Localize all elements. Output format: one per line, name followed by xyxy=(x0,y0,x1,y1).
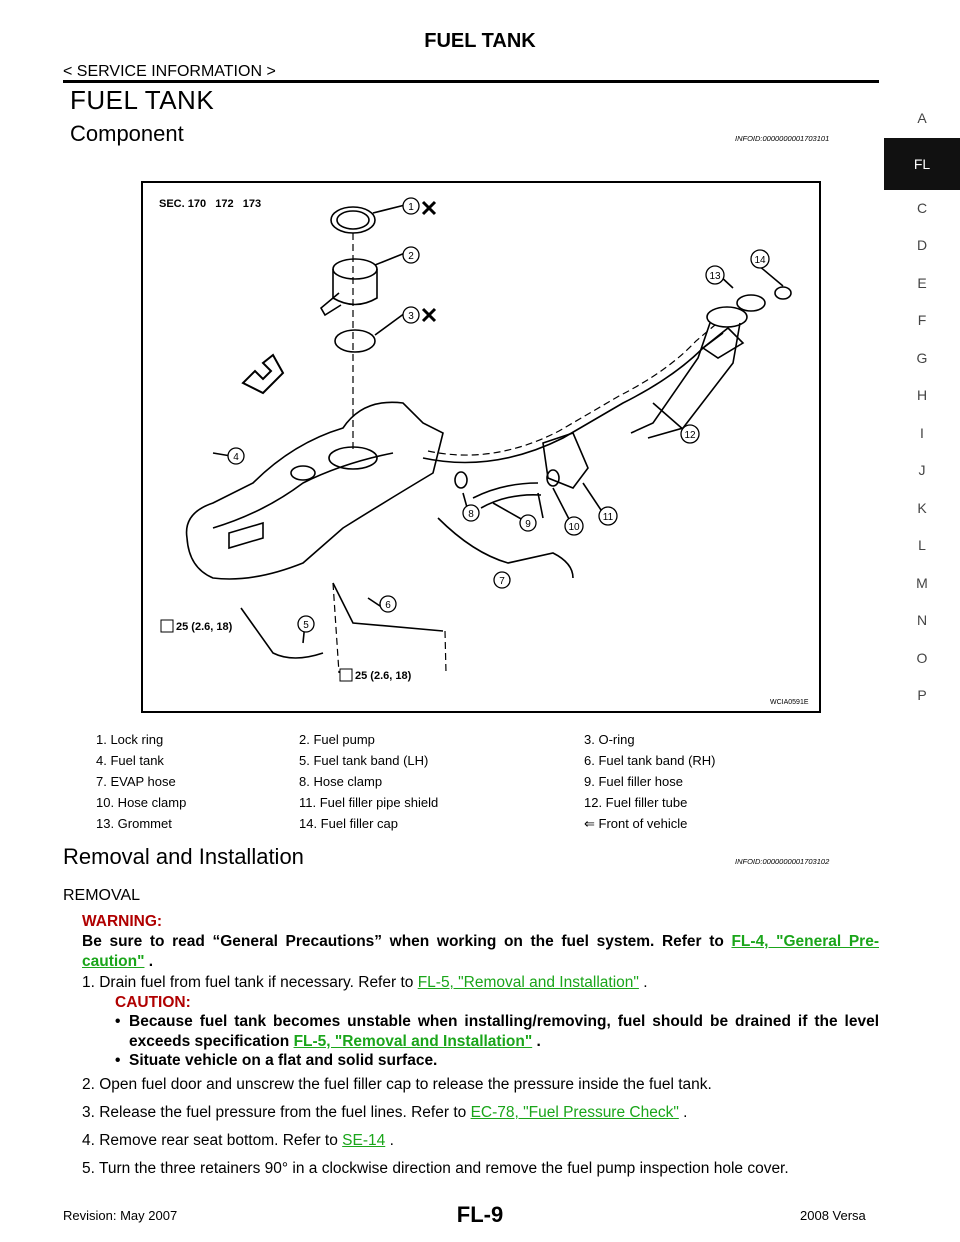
legend-item: 6. Fuel tank band (RH) xyxy=(584,753,716,768)
caution-label: CAUTION: xyxy=(115,994,191,1011)
legend-item: 10. Hose clamp xyxy=(96,795,187,810)
legend-item: 13. Grommet xyxy=(96,816,172,831)
callout-2: 2 xyxy=(408,251,414,262)
legend-row: 7. EVAP hose 8. Hose clamp 9. Fuel filler … xyxy=(96,771,877,792)
warning-body: Be sure to read “General Precautions” wh… xyxy=(82,933,732,950)
callout-10: 10 xyxy=(568,522,580,533)
callout-5: 5 xyxy=(303,620,309,631)
step-3-link[interactable]: EC-78, "Fuel Pressure Check" xyxy=(470,1104,679,1121)
legend-item: 3. O-ring xyxy=(584,732,635,747)
legend-item: ⇐ Front of vehicle xyxy=(584,815,688,831)
index-tab-l[interactable]: L xyxy=(918,537,926,553)
torque-spec-right: 25 (2.6, 18) xyxy=(355,670,412,682)
parts-legend: 1. Lock ring 2. Fuel pump 3. O-ring 4. Fue… xyxy=(96,729,877,834)
legend-row: 1. Lock ring 2. Fuel pump 3. O-ring xyxy=(96,729,877,750)
index-tab-k[interactable]: K xyxy=(917,499,927,516)
index-tab-p[interactable]: P xyxy=(917,687,927,703)
callout-4: 4 xyxy=(233,452,239,463)
callout-8: 8 xyxy=(468,509,474,520)
callout-12: 12 xyxy=(684,430,696,441)
section-codes-label: SEC. 170 172 173 xyxy=(159,198,261,210)
index-tab-i[interactable]: I xyxy=(920,424,924,441)
callout-13: 13 xyxy=(709,271,721,282)
warning-link-fl4[interactable]: FL-4, "General Pre-caution" xyxy=(82,933,879,970)
removal-infoid: INFOID:0000000001703102 xyxy=(735,857,830,866)
footer-model: 2008 Versa xyxy=(800,1208,866,1223)
legend-row: 4. Fuel tank 5. Fuel tank band (LH) 6. Fue… xyxy=(96,750,877,771)
warning-text: Be sure to read “General Precautions” wh… xyxy=(82,933,879,970)
legend-item: 7. EVAP hose xyxy=(96,774,176,789)
torque-spec-left: 25 (2.6, 18) xyxy=(176,621,233,633)
index-tab-c[interactable]: C xyxy=(916,199,928,216)
footer-page-number: FL-9 xyxy=(456,1202,504,1227)
callout-9: 9 xyxy=(525,519,531,530)
callout-11: 11 xyxy=(603,512,614,523)
step-3-text: 3. Release the fuel pressure from the fu… xyxy=(82,1104,471,1121)
step-3: 3. Release the fuel pressure from the fu… xyxy=(82,1104,688,1121)
index-tab-fl[interactable]: FL xyxy=(884,137,960,190)
component-heading: Component xyxy=(70,121,184,146)
caution-2-text: Situate vehicle on a flat and solid surf… xyxy=(129,1052,438,1069)
warning-block: WARNING: Be sure to read “General Precau… xyxy=(82,912,879,972)
caution-1-link[interactable]: FL-5, "Removal and Installation" xyxy=(293,1033,533,1050)
legend-row: 10. Hose clamp 11. Fuel filler pipe shiel… xyxy=(96,792,877,813)
warning-label: WARNING: xyxy=(82,913,163,930)
callout-1: 1 xyxy=(408,202,414,213)
page-header-title: FUEL TANK xyxy=(424,30,536,52)
legend-item: 5. Fuel tank band (LH) xyxy=(299,753,429,768)
side-index: A FL C D E F G H I J K L M N O P xyxy=(884,100,960,715)
component-diagram: 1 2 3 4 5 6 7 8 9 10 11 12 13 14 SEC. 17… xyxy=(141,181,821,713)
legend-item: 14. Fuel filler cap xyxy=(299,816,398,831)
header-rule xyxy=(63,80,879,83)
caution-1-text: Because fuel tank becomes unstable when … xyxy=(129,1013,879,1050)
index-tab-o[interactable]: O xyxy=(916,649,928,666)
caution-item-1: •Because fuel tank becomes unstable when… xyxy=(115,1013,879,1050)
index-tab-e[interactable]: E xyxy=(917,274,927,291)
index-tab-g[interactable]: G xyxy=(916,349,928,366)
step-4: 4. Remove rear seat bottom. Refer to SE-… xyxy=(82,1132,394,1149)
page-header-subtitle: < SERVICE INFORMATION > xyxy=(63,63,276,80)
component-infoid: INFOID:0000000001703101 xyxy=(735,134,830,143)
index-tab-m[interactable]: M xyxy=(916,574,928,591)
index-tab-j[interactable]: J xyxy=(918,462,926,478)
step-5: 5. Turn the three retainers 90° in a clo… xyxy=(82,1160,789,1177)
legend-item: 1. Lock ring xyxy=(96,732,164,747)
legend-item: 8. Hose clamp xyxy=(299,774,383,789)
index-tab-n[interactable]: N xyxy=(916,612,928,628)
callout-14: 14 xyxy=(754,255,766,266)
callout-7: 7 xyxy=(499,576,505,587)
caution-item-2: •Situate vehicle on a flat and solid sur… xyxy=(115,1052,438,1069)
step-4-link[interactable]: SE-14 xyxy=(342,1132,386,1149)
index-tab-f[interactable]: F xyxy=(917,312,927,328)
callout-3: 3 xyxy=(408,311,414,322)
step-4-text: 4. Remove rear seat bottom. Refer to xyxy=(82,1132,343,1149)
index-tab-h[interactable]: H xyxy=(916,387,928,403)
legend-item: 12. Fuel filler tube xyxy=(584,795,688,810)
step-1: 1. Drain fuel from fuel tank if necessar… xyxy=(82,974,648,991)
legend-item: 4. Fuel tank xyxy=(96,753,164,768)
step-2: 2. Open fuel door and unscrew the fuel f… xyxy=(82,1076,712,1093)
footer-revision: Revision: May 2007 xyxy=(63,1208,178,1223)
legend-item: 2. Fuel pump xyxy=(299,732,375,747)
index-tab-d[interactable]: D xyxy=(916,237,928,253)
legend-row: 13. Grommet 14. Fuel filler cap ⇐ Front of… xyxy=(96,813,877,834)
step-1-link[interactable]: FL-5, "Removal and Installation" xyxy=(417,974,639,991)
diagram-svg: 1 2 3 4 5 6 7 8 9 10 11 12 13 14 SEC. 17… xyxy=(159,197,809,706)
removal-heading: Removal and Installation xyxy=(63,844,304,869)
figure-code: WCIA0591E xyxy=(770,699,809,706)
callout-6: 6 xyxy=(385,600,391,611)
step-1-text: 1. Drain fuel from fuel tank if necessar… xyxy=(82,974,418,991)
legend-item: 11. Fuel filler pipe shield xyxy=(299,795,439,810)
index-tab-a[interactable]: A xyxy=(917,110,927,126)
legend-item: 9. Fuel filler hose xyxy=(584,774,683,789)
section-title: FUEL TANK xyxy=(70,85,215,115)
removal-subheading: REMOVAL xyxy=(63,887,141,904)
